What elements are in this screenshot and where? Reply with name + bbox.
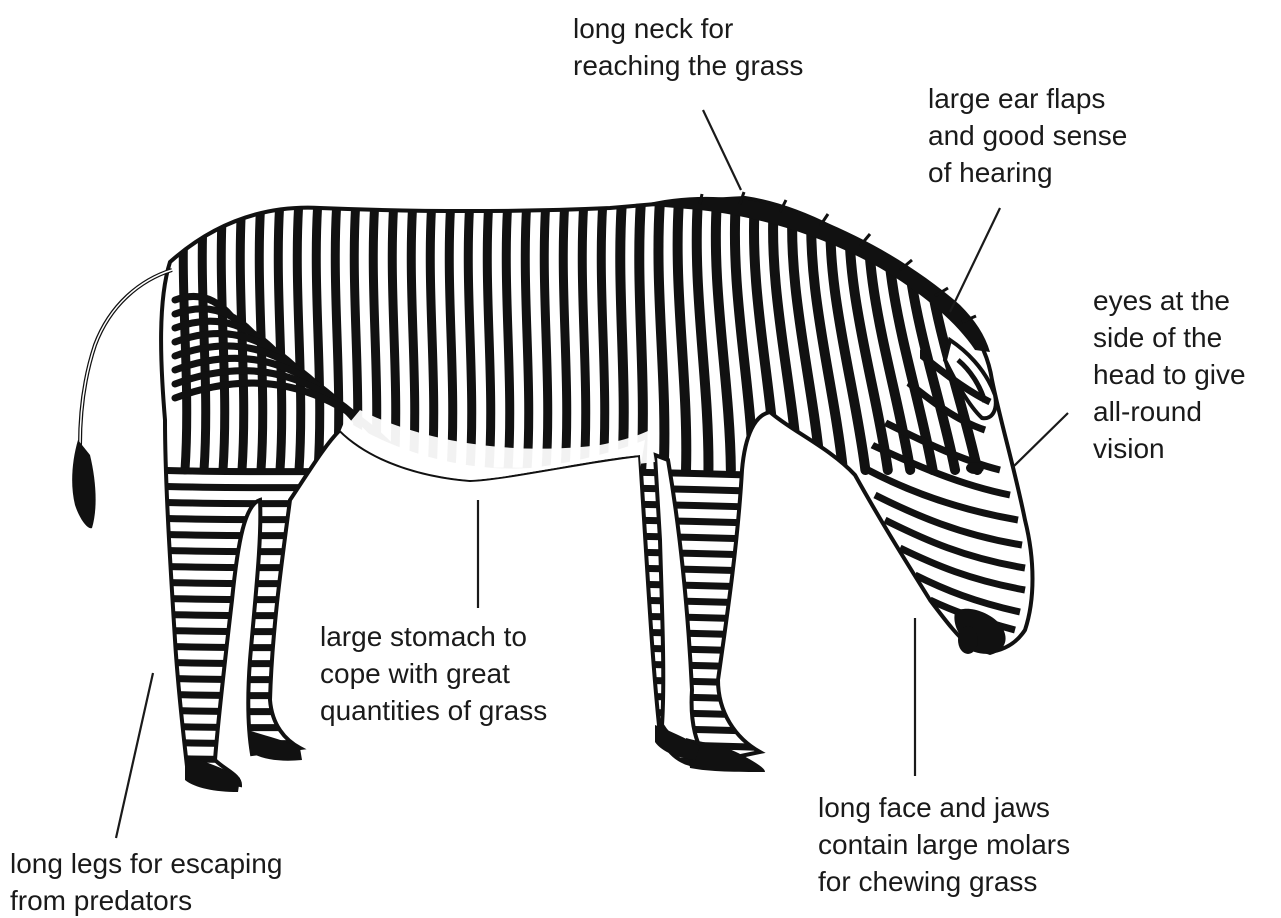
body-stripe: [430, 200, 433, 470]
body-stripe: [278, 200, 281, 470]
body-stripe: [620, 200, 623, 470]
body-stripe: [639, 200, 643, 470]
zebra-eye: [966, 462, 984, 474]
body-stripe: [506, 200, 509, 470]
label-stomach: large stomach to cope with great quantit…: [320, 618, 547, 729]
zebra-tail-tuft: [72, 440, 95, 528]
body-stripe: [658, 200, 664, 470]
body-stripe: [316, 200, 319, 470]
body-stripe: [582, 200, 585, 470]
leader-ear: [950, 208, 1000, 312]
label-neck: long neck for reaching the grass: [573, 10, 803, 84]
label-ear: large ear flaps and good sense of hearin…: [928, 80, 1127, 191]
body-stripe: [468, 200, 471, 470]
body-stripe: [297, 200, 300, 470]
leg-stripe: [150, 550, 780, 556]
body-stripe: [411, 200, 414, 470]
body-stripe: [563, 200, 566, 470]
body-stripe: [449, 200, 452, 470]
zebra-nostril: [958, 626, 978, 654]
body-stripe: [544, 200, 547, 470]
leader-neck: [703, 110, 741, 190]
leg-stripe: [150, 566, 780, 572]
label-face: long face and jaws contain large molars …: [818, 789, 1070, 900]
body-stripe: [525, 200, 528, 470]
label-eyes: eyes at the side of the head to give all…: [1093, 282, 1246, 467]
leg-stripe: [150, 534, 780, 540]
leader-eyes: [1012, 413, 1068, 468]
leader-legs: [116, 673, 153, 838]
zebra-body-outline: [161, 198, 1032, 785]
leg-stripe: [150, 774, 780, 780]
body-stripe: [487, 200, 490, 470]
body-stripe: [335, 200, 338, 470]
body-stripe: [601, 200, 604, 470]
leg-stripe: [150, 582, 780, 588]
label-legs: long legs for escaping from predators: [10, 845, 282, 918]
